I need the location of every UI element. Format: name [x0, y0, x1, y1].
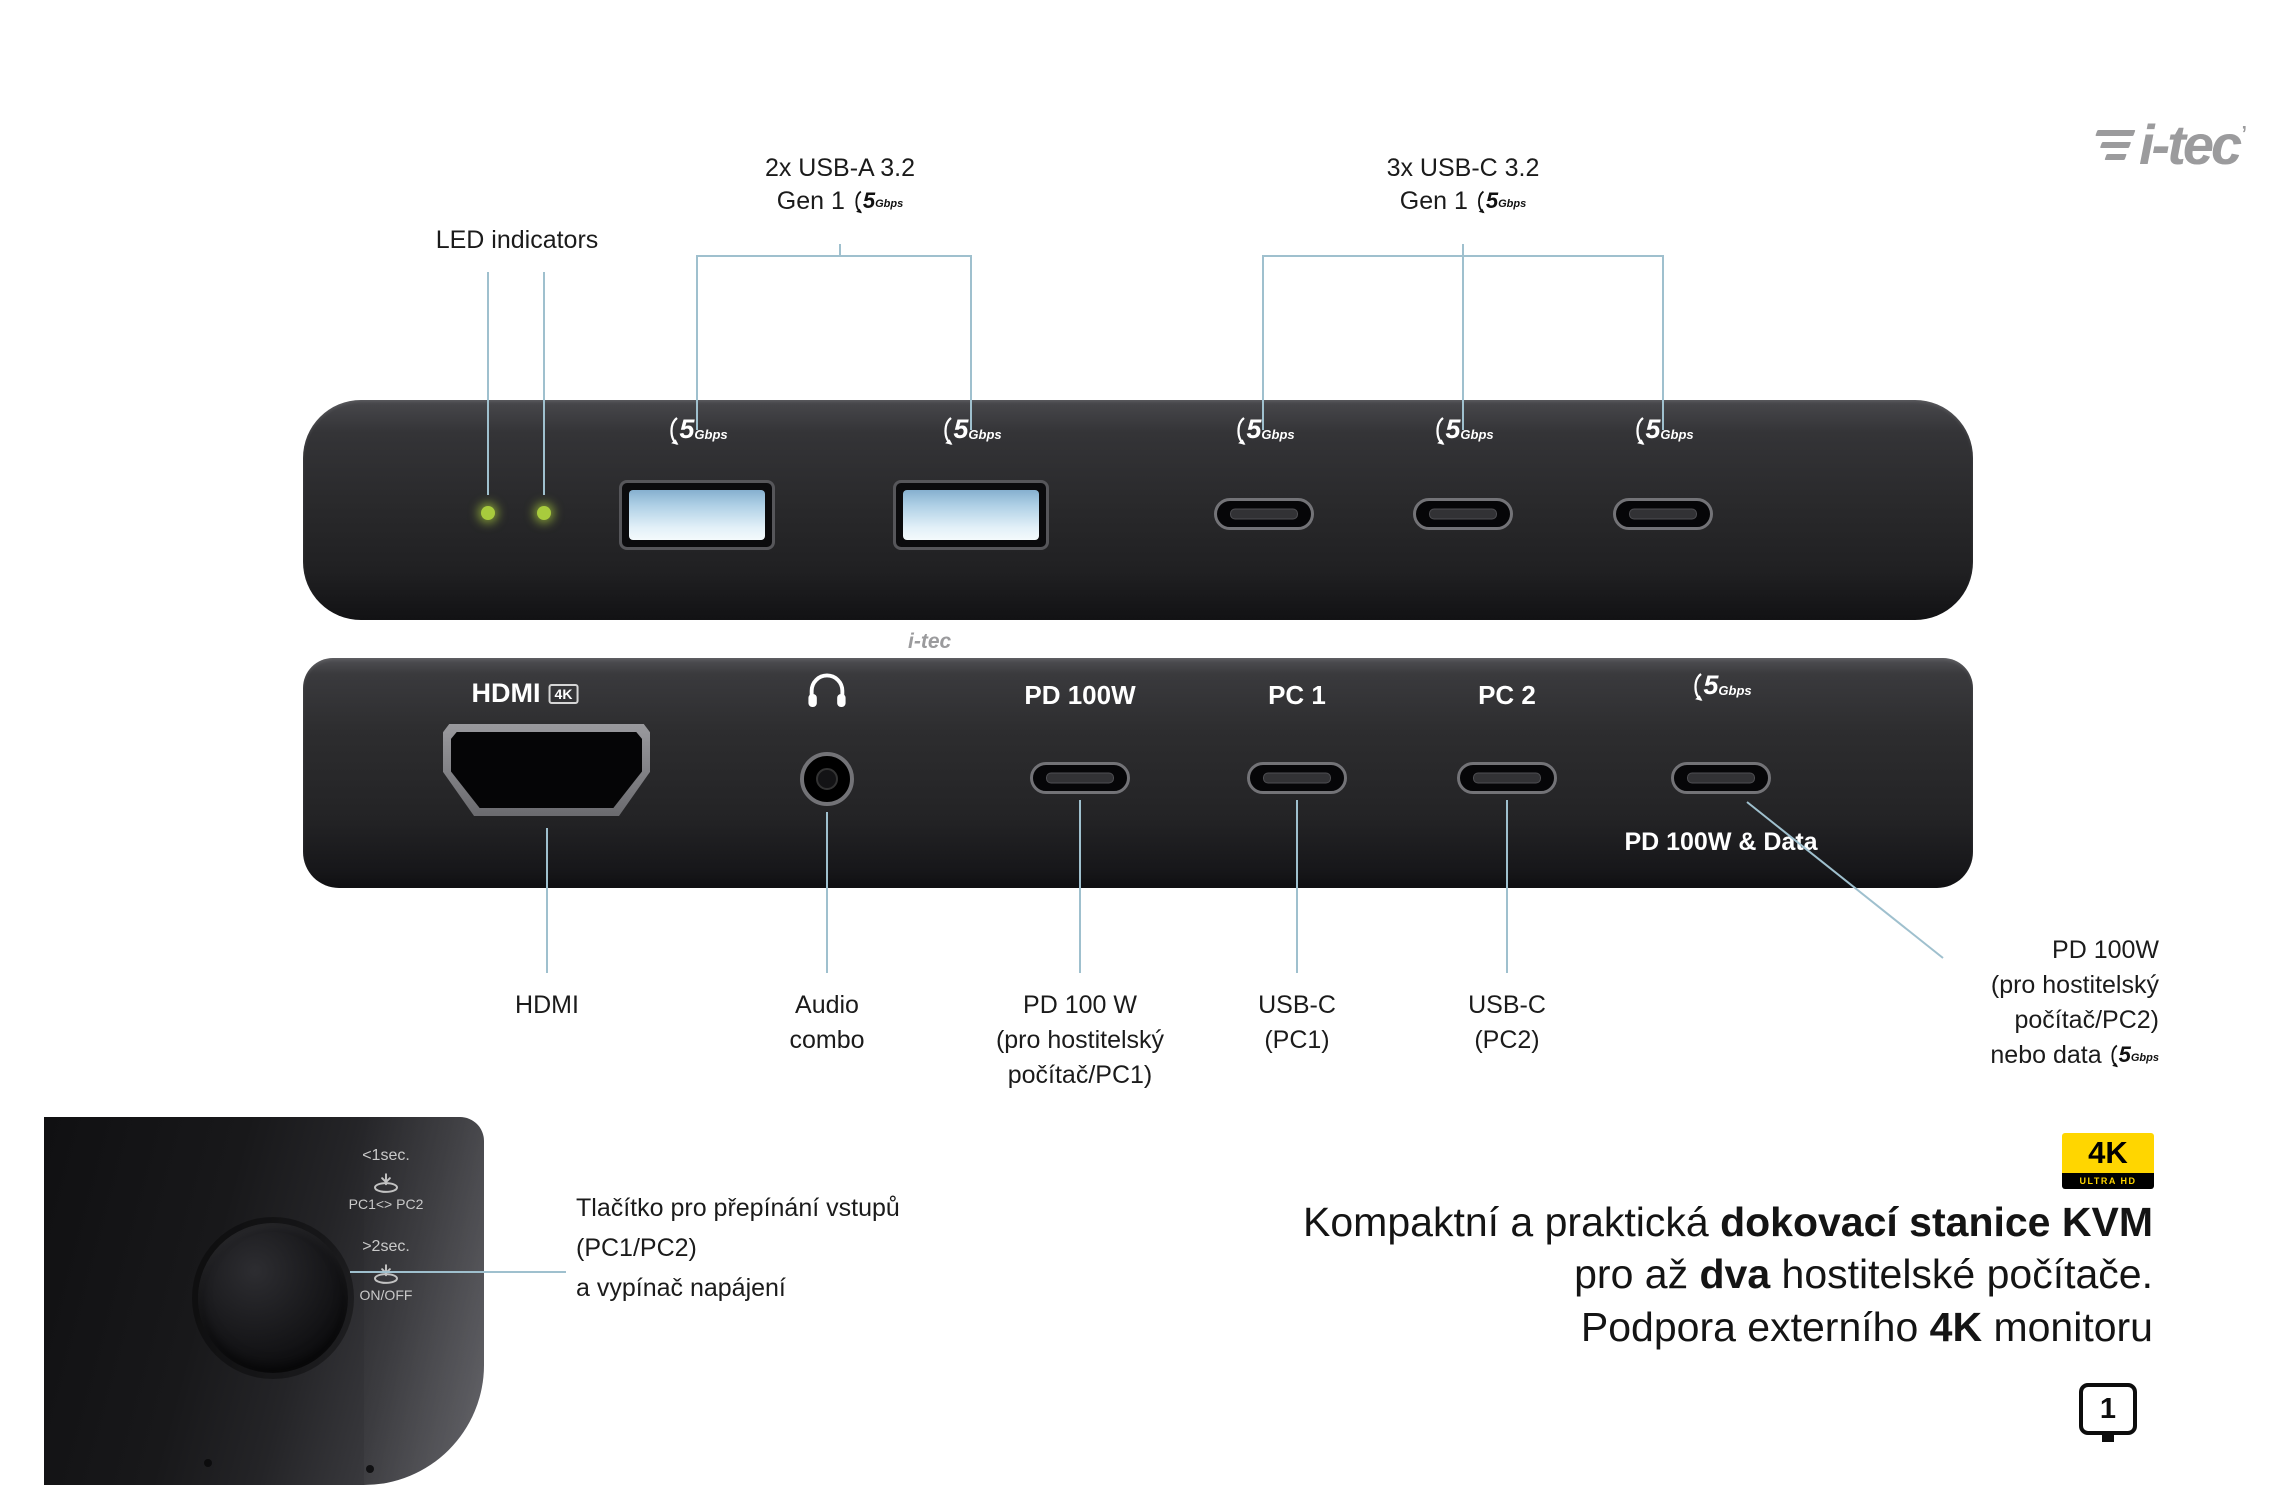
hdmi-4k-tag: 4K [548, 683, 579, 704]
usb-c-pin [1473, 772, 1541, 784]
screw-hole [366, 1465, 374, 1473]
pc1-port-label: PC 1 [1268, 680, 1326, 710]
caption-pd2-line4: nebo data [1990, 1041, 2102, 1069]
marketing-text: Kompaktní a praktická dokovací stanice K… [1303, 1196, 2153, 1353]
4k-badge-bottom: ULTRA HD [2062, 1173, 2154, 1189]
4k-ultra-hd-badge: 4K ULTRA HD [2062, 1133, 2154, 1189]
press-icon [374, 1263, 398, 1284]
swoosh-icon [2111, 1044, 2118, 1067]
usb-c-port-3 [1613, 498, 1713, 530]
button-closeup-photo: <1sec. PC1<> PC2 >2sec. ON/OFF [44, 1117, 520, 1485]
caption-audio-combo: Audio combo [789, 991, 865, 1054]
hdmi-cavity [451, 732, 642, 808]
caption-pd2-line3: počítač/PC2) [2014, 1006, 2159, 1034]
usb-c-pd-data-port [1671, 762, 1771, 794]
swoosh-icon [670, 417, 679, 445]
usb-a-tongue [629, 490, 765, 540]
4k-badge-top: 4K [2062, 1133, 2154, 1173]
usb-c-pin [1429, 508, 1497, 520]
usb-c-port-1 [1214, 498, 1314, 530]
marketing-line-1: Kompaktní a praktická dokovací stanice K… [1303, 1199, 2153, 1245]
marketing-line-3: Podpora externího 4K monitoru [1580, 1303, 2153, 1350]
audio-combo-jack [800, 752, 854, 806]
long-press-label: >2sec. [362, 1237, 410, 1255]
swoosh-icon [944, 417, 953, 445]
label-usba-line1: 2x USB-A 3.2 [764, 154, 916, 182]
screw-hole [204, 1459, 212, 1467]
caption-kvm-button: Tlačítko pro přepínání vstupů (PC1/PC2) … [576, 1194, 900, 1302]
logo-mark: ’ [2241, 119, 2248, 151]
usb-c-pin [1230, 508, 1298, 520]
usb-c-pd-port [1030, 762, 1130, 794]
headphones-icon [808, 673, 846, 707]
pc2-port-label: PC 2 [1478, 680, 1536, 710]
embossed-logo: i-tec [908, 630, 952, 653]
swoosh-icon [1436, 417, 1445, 445]
usb-c-port-2 [1413, 498, 1513, 530]
short-press-action: PC1<> PC2 [348, 1195, 424, 1212]
logo-bars-icon [2085, 127, 2136, 163]
button-print-labels: <1sec. PC1<> PC2 >2sec. ON/OFF [330, 1147, 442, 1303]
usb-a-port-2 [893, 480, 1049, 550]
marketing-line-2: pro až dva hostitelské počítače. [1574, 1251, 2153, 1298]
swoosh-icon [1478, 190, 1485, 213]
label-led-indicators: LED indicators [435, 226, 599, 254]
kvm-switch-button [198, 1223, 348, 1373]
usb-c-pin [1687, 772, 1755, 784]
caption-hdmi: HDMI [515, 991, 579, 1019]
caption-usbc-pc2: USB-C (PC2) [1468, 991, 1546, 1054]
pd-data-label: PD 100W & Data [1624, 828, 1818, 856]
swoosh-icon [1636, 417, 1645, 445]
caption-pd-100w-data: PD 100W (pro hostitelský počítač/PC2) ne… [1990, 933, 2159, 1073]
swoosh-icon [1694, 673, 1703, 701]
hdmi-port-label: HDMI 4K [472, 678, 579, 709]
usb-c-pin [1629, 508, 1697, 520]
caption-pd2-line1: PD 100W [2052, 936, 2159, 964]
usb-c-pin [1046, 772, 1114, 784]
label-usba-gen: Gen 1 [776, 187, 845, 215]
hdmi-text: HDMI [471, 678, 541, 708]
long-press-action: ON/OFF [359, 1286, 413, 1303]
press-icon [374, 1172, 398, 1193]
led-indicator-2 [537, 506, 551, 520]
closeup-device-body: <1sec. PC1<> PC2 >2sec. ON/OFF [44, 1117, 484, 1485]
caption-usbc-pc1: USB-C (PC1) [1258, 991, 1336, 1054]
pd-port-label: PD 100W [1024, 680, 1136, 710]
usb-a-port-1 [619, 480, 775, 550]
hdmi-port [443, 724, 650, 816]
usb-c-pc2-port [1457, 762, 1557, 794]
caption-pd2-line2: (pro hostitelský [1990, 971, 2159, 999]
swoosh-icon [1237, 417, 1246, 445]
label-usbc-gen: Gen 1 [1399, 187, 1468, 215]
caption-pd-100w: PD 100 W (pro hostitelský počítač/PC1) [995, 991, 1165, 1089]
logo-text: i-tec [2139, 113, 2242, 176]
led-indicator-1 [481, 506, 495, 520]
itec-logo: i-tec ’ [2092, 112, 2247, 177]
swoosh-icon [855, 190, 862, 213]
monitor-count-icon: 1 [2079, 1383, 2137, 1435]
label-usbc-line1: 3x USB-C 3.2 [1386, 154, 1540, 182]
usb-c-pc1-port [1247, 762, 1347, 794]
usb-c-pin [1263, 772, 1331, 784]
short-press-label: <1sec. [362, 1147, 410, 1164]
usb-a-tongue [903, 490, 1039, 540]
